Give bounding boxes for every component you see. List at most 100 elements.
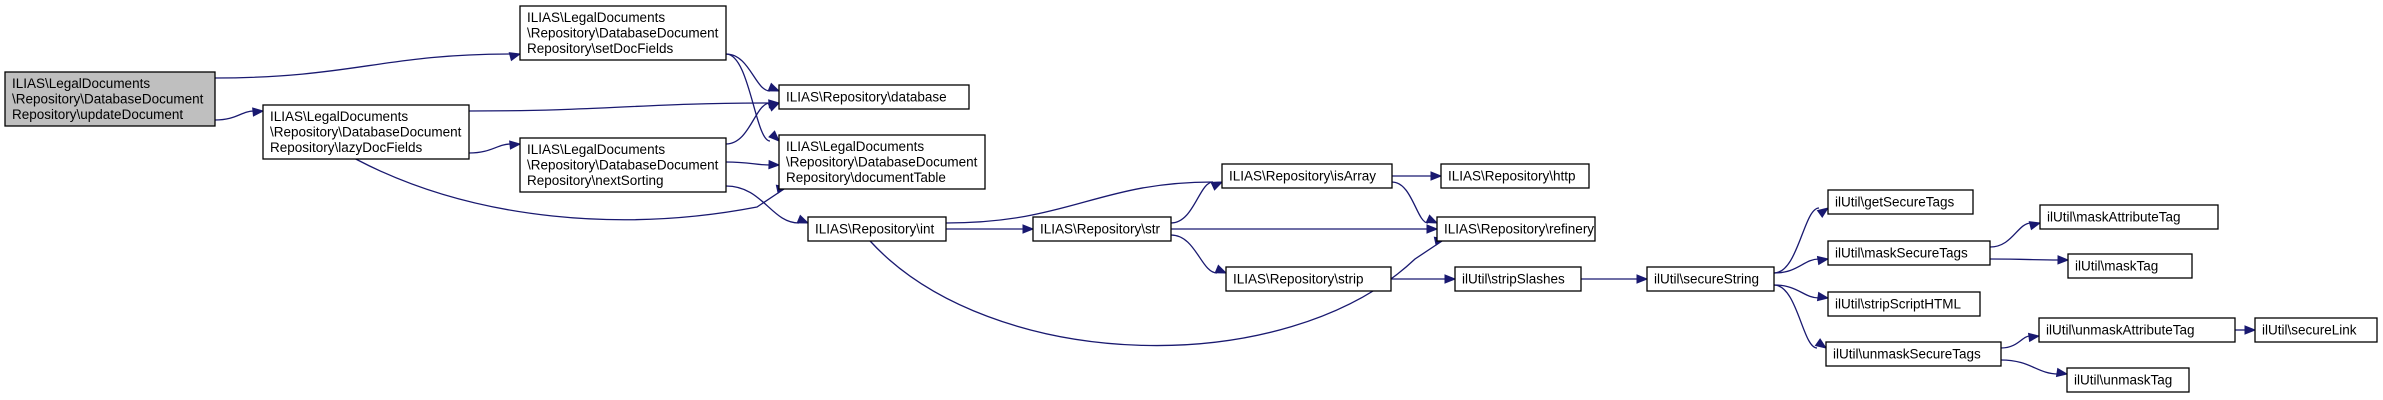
node-box-updateDocument[interactable] bbox=[4, 71, 216, 127]
edge-arrowhead-unmaskSecureTags-to-unmaskTag bbox=[2055, 367, 2069, 378]
node-secureString[interactable]: ilUtil\secureString bbox=[1646, 266, 1775, 292]
node-updateDocument[interactable]: ILIAS\LegalDocuments\Repository\Database… bbox=[4, 71, 216, 127]
node-label-stripScriptHTML-line-0: ilUtil\stripScriptHTML bbox=[1835, 296, 1962, 311]
node-label-database-line-0: ILIAS\Repository\database bbox=[786, 89, 947, 104]
node-box-stripScriptHTML[interactable] bbox=[1827, 291, 1981, 317]
edge-secureString-to-unmaskSecureTags bbox=[1773, 284, 1818, 349]
node-label-updateDocument-line-0: ILIAS\LegalDocuments bbox=[12, 76, 150, 91]
node-box-setDocFields[interactable] bbox=[519, 5, 727, 61]
edge-arrowhead-isArray-to-refinery bbox=[1425, 214, 1439, 224]
node-secureLink[interactable]: ilUtil\secureLink bbox=[2254, 317, 2378, 343]
node-str[interactable]: ILIAS\Repository\str bbox=[1032, 216, 1172, 242]
edge-unmaskSecureTags-to-unmaskAttributeTag bbox=[2000, 335, 2031, 349]
edge-nextSorting-to-database bbox=[725, 102, 771, 145]
edge-lazyDocFields-to-documentTable bbox=[355, 158, 788, 221]
node-box-strip[interactable] bbox=[1225, 266, 1392, 292]
node-label-stripSlashes-line-0: ilUtil\stripSlashes bbox=[1462, 271, 1565, 286]
edge-arrowhead-str-to-isArray bbox=[1210, 181, 1224, 191]
node-label-nextSorting-line-1: \Repository\DatabaseDocument bbox=[527, 157, 719, 172]
edge-secureString-to-getSecureTags bbox=[1773, 207, 1820, 274]
edge-arrowhead-secureString-to-unmaskSecureTags bbox=[1814, 338, 1828, 349]
node-label-nextSorting-line-0: ILIAS\LegalDocuments bbox=[527, 142, 665, 157]
node-box-maskTag[interactable] bbox=[2067, 253, 2193, 279]
node-label-unmaskTag-line-0: ilUtil\unmaskTag bbox=[2074, 372, 2172, 387]
node-box-secureLink[interactable] bbox=[2254, 317, 2378, 343]
edge-secureString-to-stripScriptHTML bbox=[1773, 284, 1820, 299]
node-box-str[interactable] bbox=[1032, 216, 1172, 242]
edge-arrowhead-nextSorting-to-int bbox=[796, 214, 810, 224]
edge-arrowhead-unmaskAttributeTag-to-secureLink bbox=[2244, 325, 2257, 335]
node-box-nextSorting[interactable] bbox=[519, 137, 727, 193]
nodes-layer: ILIAS\LegalDocuments\Repository\Database… bbox=[4, 5, 2378, 393]
node-maskSecureTags[interactable]: ilUtil\maskSecureTags bbox=[1827, 240, 1991, 266]
node-database[interactable]: ILIAS\Repository\database bbox=[778, 84, 970, 110]
node-unmaskTag[interactable]: ilUtil\unmaskTag bbox=[2066, 367, 2190, 393]
node-box-maskSecureTags[interactable] bbox=[1827, 240, 1991, 266]
node-label-maskAttributeTag-line-0: ilUtil\maskAttributeTag bbox=[2047, 209, 2181, 224]
node-label-lazyDocFields-line-2: Repository\lazyDocFields bbox=[270, 140, 423, 155]
node-label-maskTag-line-0: ilUtil\maskTag bbox=[2075, 258, 2158, 273]
node-isArray[interactable]: ILIAS\Repository\isArray bbox=[1221, 163, 1393, 189]
node-label-documentTable-line-2: Repository\documentTable bbox=[786, 170, 946, 185]
node-maskAttributeTag[interactable]: ilUtil\maskAttributeTag bbox=[2039, 204, 2219, 230]
edge-lazyDocFields-to-nextSorting bbox=[468, 143, 512, 154]
node-unmaskSecureTags[interactable]: ilUtil\unmaskSecureTags bbox=[1825, 341, 2002, 367]
node-unmaskAttributeTag[interactable]: ilUtil\unmaskAttributeTag bbox=[2038, 317, 2236, 343]
node-box-unmaskSecureTags[interactable] bbox=[1825, 341, 2002, 367]
edge-updateDocument-to-lazyDocFields bbox=[214, 110, 255, 121]
node-box-lazyDocFields[interactable] bbox=[262, 104, 470, 160]
edge-arrowhead-updateDocument-to-setDocFields bbox=[508, 52, 522, 62]
node-label-documentTable-line-0: ILIAS\LegalDocuments bbox=[786, 139, 924, 154]
node-box-http[interactable] bbox=[1440, 163, 1590, 189]
node-box-unmaskTag[interactable] bbox=[2066, 367, 2190, 393]
node-box-maskAttributeTag[interactable] bbox=[2039, 204, 2219, 230]
node-label-strip-line-0: ILIAS\Repository\strip bbox=[1233, 271, 1364, 286]
node-box-documentTable[interactable] bbox=[778, 134, 986, 190]
node-box-unmaskAttributeTag[interactable] bbox=[2038, 317, 2236, 343]
node-box-int[interactable] bbox=[807, 216, 947, 242]
node-box-isArray[interactable] bbox=[1221, 163, 1393, 189]
edge-arrowhead-secureString-to-getSecureTags bbox=[1816, 207, 1830, 218]
node-setDocFields[interactable]: ILIAS\LegalDocuments\Repository\Database… bbox=[519, 5, 727, 61]
node-stripSlashes[interactable]: ilUtil\stripSlashes bbox=[1454, 266, 1582, 292]
node-lazyDocFields[interactable]: ILIAS\LegalDocuments\Repository\Database… bbox=[262, 104, 470, 160]
edge-maskSecureTags-to-maskTag bbox=[1989, 258, 2060, 261]
node-label-unmaskSecureTags-line-0: ilUtil\unmaskSecureTags bbox=[1833, 346, 1981, 361]
edge-unmaskSecureTags-to-unmaskTag bbox=[2000, 359, 2059, 375]
edge-arrowhead-maskSecureTags-to-maskTag bbox=[2057, 255, 2070, 265]
node-documentTable[interactable]: ILIAS\LegalDocuments\Repository\Database… bbox=[778, 134, 986, 190]
node-box-refinery[interactable] bbox=[1436, 216, 1596, 242]
node-int[interactable]: ILIAS\Repository\int bbox=[807, 216, 947, 242]
node-refinery[interactable]: ILIAS\Repository\refinery bbox=[1436, 216, 1596, 242]
node-strip[interactable]: ILIAS\Repository\strip bbox=[1225, 266, 1392, 292]
node-label-lazyDocFields-line-1: \Repository\DatabaseDocument bbox=[270, 124, 462, 139]
edge-arrowhead-setDocFields-to-database bbox=[767, 82, 781, 92]
edge-nextSorting-to-int bbox=[725, 185, 800, 224]
edge-arrowhead-stripSlashes-to-secureString bbox=[1636, 274, 1649, 284]
edge-maskSecureTags-to-maskAttributeTag bbox=[1989, 222, 2032, 248]
edge-arrowhead-int-to-str bbox=[1022, 224, 1035, 234]
node-label-setDocFields-line-0: ILIAS\LegalDocuments bbox=[527, 10, 665, 25]
edge-int-to-refinery bbox=[869, 238, 1446, 347]
node-getSecureTags[interactable]: ilUtil\getSecureTags bbox=[1827, 189, 1974, 215]
node-label-secureLink-line-0: ilUtil\secureLink bbox=[2262, 322, 2357, 337]
edge-str-to-strip bbox=[1170, 234, 1218, 274]
node-box-secureString[interactable] bbox=[1646, 266, 1775, 292]
node-label-lazyDocFields-line-0: ILIAS\LegalDocuments bbox=[270, 109, 408, 124]
edge-arrowhead-updateDocument-to-lazyDocFields bbox=[252, 107, 265, 117]
node-label-str-line-0: ILIAS\Repository\str bbox=[1040, 221, 1161, 236]
node-maskTag[interactable]: ilUtil\maskTag bbox=[2067, 253, 2193, 279]
node-label-isArray-line-0: ILIAS\Repository\isArray bbox=[1229, 168, 1376, 183]
node-label-updateDocument-line-2: Repository\updateDocument bbox=[12, 107, 183, 122]
node-label-maskSecureTags-line-0: ilUtil\maskSecureTags bbox=[1835, 245, 1968, 260]
node-box-getSecureTags[interactable] bbox=[1827, 189, 1974, 215]
node-nextSorting[interactable]: ILIAS\LegalDocuments\Repository\Database… bbox=[519, 137, 727, 193]
node-label-getSecureTags-line-0: ilUtil\getSecureTags bbox=[1835, 194, 1955, 209]
edge-arrowhead-maskSecureTags-to-maskAttributeTag bbox=[2028, 221, 2042, 231]
edge-lazyDocFields-to-database bbox=[468, 102, 771, 112]
node-box-database[interactable] bbox=[778, 84, 970, 110]
node-box-stripSlashes[interactable] bbox=[1454, 266, 1582, 292]
node-label-setDocFields-line-2: Repository\setDocFields bbox=[527, 41, 674, 56]
node-http[interactable]: ILIAS\Repository\http bbox=[1440, 163, 1590, 189]
node-stripScriptHTML[interactable]: ilUtil\stripScriptHTML bbox=[1827, 291, 1981, 317]
